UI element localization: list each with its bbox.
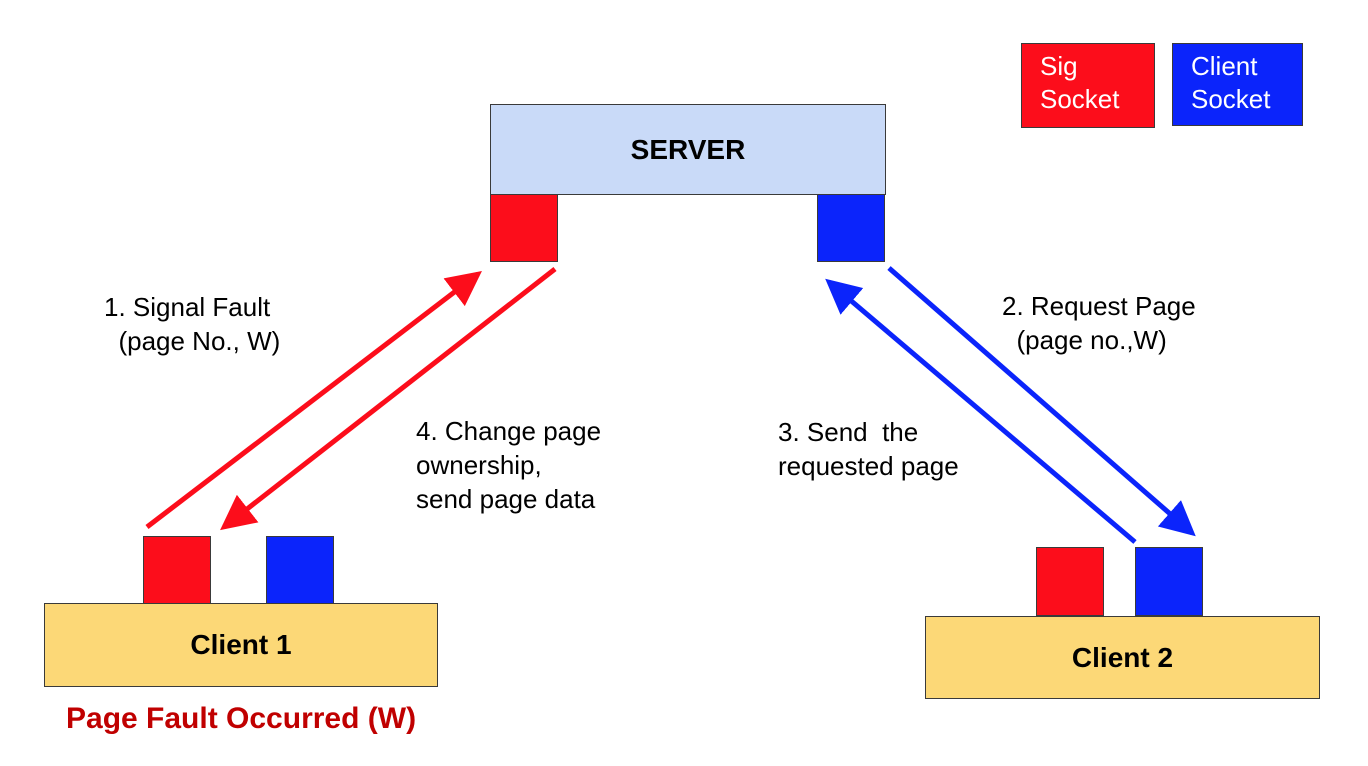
arrow-request-page	[887, 266, 1196, 537]
legend-client-socket: Client Socket	[1172, 43, 1303, 126]
client1-label: Client 1	[190, 629, 292, 660]
server-sig-socket	[490, 194, 558, 262]
legend-sig-socket: Sig Socket	[1021, 43, 1155, 128]
client2-node: Client 2	[925, 616, 1320, 699]
step4-label: 4. Change page ownership, send page data	[416, 416, 602, 514]
arrow-send-page	[825, 278, 1137, 544]
step2-label: 2. Request Page (page no.,W)	[1002, 291, 1196, 355]
client1-sig-socket	[143, 536, 211, 604]
step3-label: 3. Send the requested page	[778, 417, 959, 481]
arrow-signal-fault	[145, 270, 482, 529]
client2-sig-socket	[1036, 547, 1104, 616]
client2-client-socket	[1135, 547, 1203, 616]
client1-node: Client 1	[44, 603, 438, 687]
client2-label: Client 2	[1071, 641, 1174, 673]
page-fault-caption: Page Fault Occurred (W)	[66, 702, 417, 735]
arrow-change-ownership	[220, 267, 557, 531]
server-label: SERVER	[630, 133, 746, 165]
server-node: SERVER	[490, 104, 886, 195]
step1-label: 1. Signal Fault (page No., W)	[104, 292, 281, 356]
server-client-socket	[817, 194, 885, 262]
